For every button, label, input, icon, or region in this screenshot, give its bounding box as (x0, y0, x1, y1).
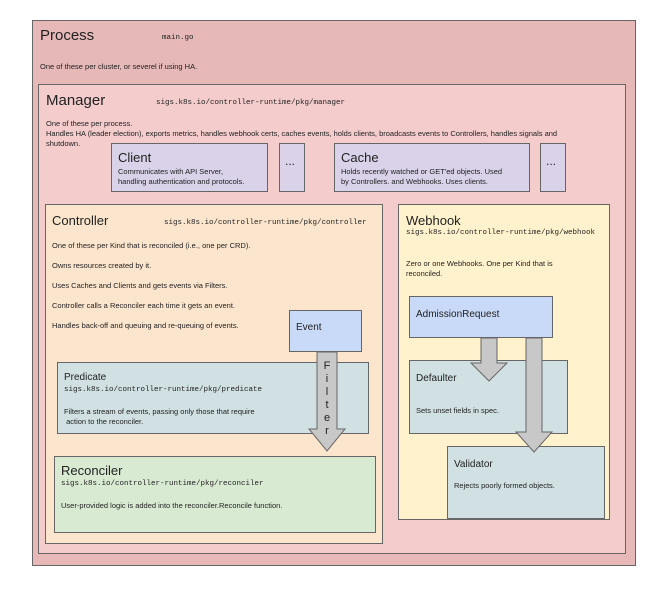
reconciler-title: Reconciler (61, 463, 123, 478)
reconciler-path: sigs.k8s.io/controller-runtime/pkg/recon… (61, 480, 264, 488)
cache-more-box (540, 143, 566, 192)
webhook-description-line-1: Zero or one Webhooks. One per Kind that … (406, 259, 553, 268)
client-box (111, 143, 268, 192)
filter-letter-r: r (325, 425, 329, 437)
predicate-title: Predicate (64, 372, 107, 383)
client-description-line-2: handling authentication and protocols. (118, 177, 245, 186)
webhook-path: sigs.k8s.io/controller-runtime/pkg/webho… (406, 229, 596, 237)
validator-box (447, 446, 605, 519)
manager-description-line-1: One of these per process. (46, 119, 133, 128)
cache-more-label: ... (546, 154, 557, 168)
cache-description-line-1: Holds recently watched or GET'ed objects… (341, 167, 503, 176)
process-description: One of these per cluster, or severel if … (40, 62, 198, 71)
process-title: Process (40, 27, 95, 44)
client-title: Client (118, 150, 152, 165)
event-box (289, 310, 362, 352)
client-more-label: ... (285, 154, 296, 168)
filter-letter-f: F (323, 360, 331, 372)
filter-letter-i: i (325, 373, 329, 385)
predicate-description-line-1: Filters a stream of events, passing only… (64, 407, 255, 416)
controller-path: sigs.k8s.io/controller-runtime/pkg/contr… (164, 219, 367, 227)
manager-title: Manager (46, 92, 106, 109)
cache-box (334, 143, 530, 192)
reconciler-box (54, 456, 376, 533)
controller-line-2: Owns resources created by it. (52, 261, 152, 270)
manager-description-line-3: shutdown. (46, 139, 81, 148)
client-description-line-1: Communicates with API Server, (118, 167, 224, 176)
webhook-description-line-2: reconciled. (406, 269, 443, 278)
controller-line-4: Controller calls a Reconciler each time … (52, 301, 236, 310)
controller-line-5: Handles back-off and queuing and re-queu… (52, 321, 239, 330)
webhook-title: Webhook (406, 213, 461, 228)
cache-title: Cache (341, 150, 379, 165)
validator-title: Validator (454, 459, 493, 470)
predicate-path: sigs.k8s.io/controller-runtime/pkg/predi… (64, 386, 263, 394)
process-path: main.go (162, 34, 194, 42)
filter-letter-l: l (325, 386, 329, 398)
manager-description-line-2: Handles HA (leader election), exports me… (46, 129, 558, 138)
reconciler-description: User-provided logic is added into the re… (61, 501, 283, 510)
controller-line-1: One of these per Kind that is reconciled… (52, 241, 251, 250)
controller-line-3: Uses Caches and Clients and gets events … (52, 281, 228, 290)
validator-description: Rejects poorly formed objects. (454, 481, 555, 490)
filter-letter-e: e (323, 412, 331, 424)
event-title: Event (296, 322, 322, 333)
defaulter-title: Defaulter (416, 373, 457, 384)
validator-arrow (514, 337, 554, 453)
predicate-description-line-2: action to the reconciler. (64, 417, 144, 426)
cache-description-line-2: by Controllers. and Webhooks. Uses clien… (341, 177, 489, 186)
defaulter-description: Sets unset fields in spec. (416, 406, 499, 415)
filter-letter-t: t (325, 399, 329, 411)
filter-arrow (307, 351, 347, 452)
defaulter-arrow (469, 337, 509, 382)
controller-title: Controller (52, 213, 109, 228)
admission-request-box (409, 296, 553, 338)
manager-path: sigs.k8s.io/controller-runtime/pkg/manag… (156, 99, 346, 107)
admission-request-title: AdmissionRequest (416, 309, 500, 320)
client-more-box (279, 143, 305, 192)
